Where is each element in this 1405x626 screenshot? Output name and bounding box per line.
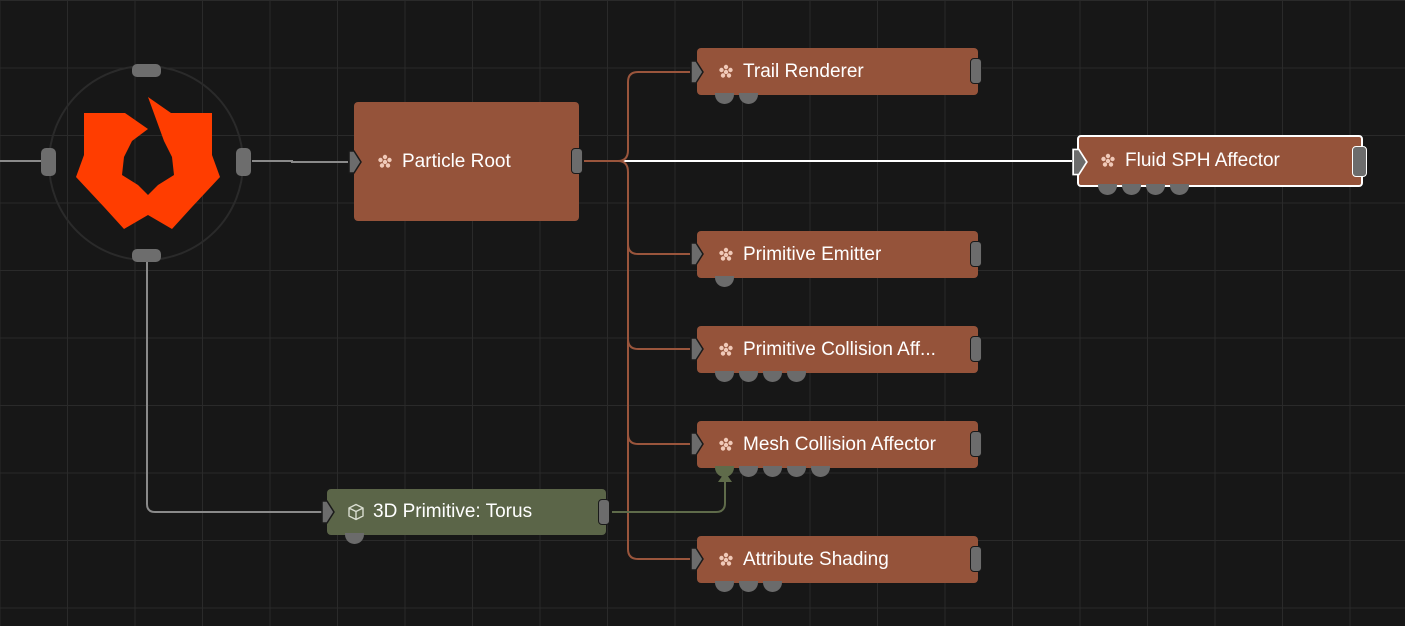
particle-cluster-icon xyxy=(719,552,733,566)
primitive-emitter-output-port[interactable] xyxy=(970,241,982,267)
particle-root-node[interactable]: Particle Root xyxy=(354,102,579,221)
attribute-shading-input-port[interactable] xyxy=(690,547,704,571)
fluid-sph-attribute-dots xyxy=(1098,184,1189,195)
wire-hub-to-torus xyxy=(146,262,322,513)
attribute-shading-output-port[interactable] xyxy=(970,546,982,572)
particle-cluster-icon xyxy=(1101,153,1115,167)
hub-bottom-handle[interactable] xyxy=(132,249,161,262)
node-label: Attribute Shading xyxy=(743,548,889,570)
particle-cluster-icon xyxy=(719,437,733,451)
cube-icon xyxy=(348,503,364,521)
particle-cluster-icon xyxy=(378,154,392,168)
particle-root-input-port[interactable] xyxy=(348,150,362,174)
torus-input-port[interactable] xyxy=(321,500,335,524)
primitive-collision-attribute-dots xyxy=(715,371,806,382)
attribute-shading-attribute-dots xyxy=(715,581,782,592)
wire-root-to-mesh-collision xyxy=(627,433,690,445)
hub-input-handle[interactable] xyxy=(41,148,56,176)
mesh-collision-input-port[interactable] xyxy=(690,432,704,456)
node-label: Trail Renderer xyxy=(743,60,864,82)
flower-star-logo-icon[interactable] xyxy=(76,95,220,231)
primitive-emitter-attribute-dots xyxy=(715,276,734,287)
torus-attribute-dots xyxy=(345,533,364,544)
node-label: Mesh Collision Affector xyxy=(743,433,936,455)
wire-hub-to-particle-root xyxy=(252,160,348,163)
node-label: Fluid SPH Affector xyxy=(1125,150,1280,171)
trail-renderer-output-port[interactable] xyxy=(970,58,982,84)
hub-output-handle[interactable] xyxy=(236,148,251,176)
trail-renderer-attribute-dots xyxy=(715,93,758,104)
arrow-up-icon xyxy=(718,472,732,482)
wire-root-to-attribute-shading xyxy=(617,160,690,560)
primitive-collision-affector-node[interactable]: Primitive Collision Aff... xyxy=(697,326,978,373)
node-label: Particle Root xyxy=(402,150,511,172)
trail-renderer-node[interactable]: Trail Renderer xyxy=(697,48,978,95)
wire-root-to-primitive-emitter xyxy=(627,243,690,255)
particle-cluster-icon xyxy=(719,247,733,261)
node-label: 3D Primitive: Torus xyxy=(373,501,533,522)
mesh-collision-attribute-dots xyxy=(715,466,830,477)
mesh-collision-output-port[interactable] xyxy=(970,431,982,457)
primitive-collision-output-port[interactable] xyxy=(970,336,982,362)
particle-cluster-icon xyxy=(719,342,733,356)
node-label: Primitive Emitter xyxy=(743,243,882,265)
torus-output-port[interactable] xyxy=(598,499,610,525)
node-label: Primitive Collision Aff... xyxy=(743,338,936,360)
particle-cluster-icon xyxy=(719,64,733,78)
trail-renderer-input-port[interactable] xyxy=(690,60,704,84)
fluid-sph-affector-node[interactable]: Fluid SPH Affector xyxy=(1077,135,1363,187)
hub-top-handle[interactable] xyxy=(132,64,161,77)
torus-primitive-node[interactable]: 3D Primitive: Torus xyxy=(327,489,606,535)
fluid-sph-output-port[interactable] xyxy=(1352,146,1367,177)
fluid-sph-input-port[interactable] xyxy=(1072,148,1088,176)
primitive-emitter-node[interactable]: Primitive Emitter xyxy=(697,231,978,278)
wire-torus-to-mesh-collision xyxy=(612,480,726,513)
wire-root-to-primitive-collision xyxy=(627,338,690,350)
particle-root-output-port[interactable] xyxy=(571,148,583,174)
mesh-collision-affector-node[interactable]: Mesh Collision Affector xyxy=(697,421,978,468)
primitive-collision-input-port[interactable] xyxy=(690,337,704,361)
attribute-shading-node[interactable]: Attribute Shading xyxy=(697,536,978,583)
wire-root-to-trail-renderer xyxy=(584,71,690,162)
primitive-emitter-input-port[interactable] xyxy=(690,242,704,266)
